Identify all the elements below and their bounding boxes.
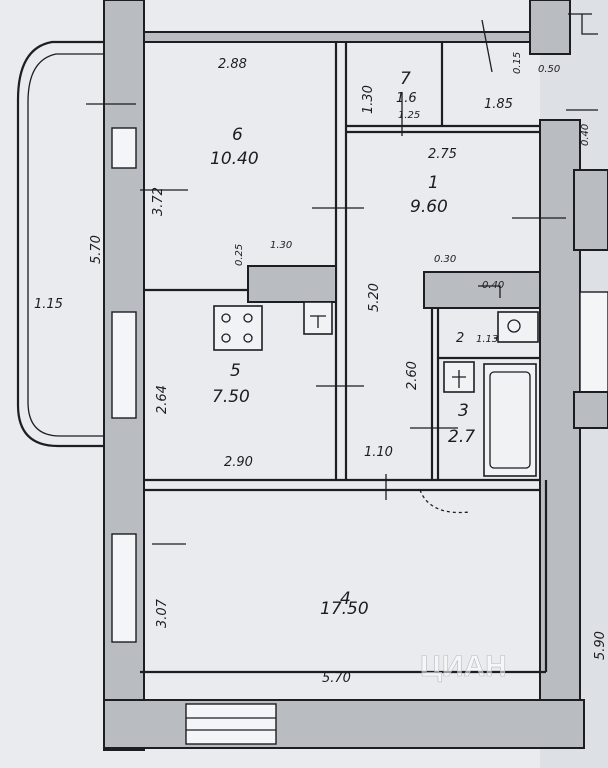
kitchen-sink-icon xyxy=(303,301,333,335)
dim-room1-width: 2.75 xyxy=(428,147,457,162)
dim-room7-depth: 1.30 xyxy=(361,85,376,114)
dim-room6-depth: 3.72 xyxy=(151,187,166,216)
dim-room5-depth: 2.64 xyxy=(155,385,170,414)
room-6-area: 10.40 xyxy=(210,149,259,169)
dim-room5-width: 2.90 xyxy=(224,455,253,470)
door-arc xyxy=(419,489,471,514)
bath-sink-icon xyxy=(443,361,475,393)
room-7-area: 1.6 xyxy=(396,91,417,106)
room-4-area: 17.50 xyxy=(320,599,369,619)
room-1-number: 1 xyxy=(428,173,439,193)
dim-right-edge: 5.90 xyxy=(593,631,608,660)
room-4-number: 4 xyxy=(340,589,351,609)
dim-door-width: 1.10 xyxy=(364,445,393,460)
room-1-area: 9.60 xyxy=(410,197,448,217)
dim-kitchen-nook: 1.30 xyxy=(270,240,292,251)
dim-corridor-width: 1.85 xyxy=(484,97,513,112)
dim-right-wall: 0.40 xyxy=(580,124,591,146)
dim-room4-width: 5.70 xyxy=(322,671,351,686)
right-wall xyxy=(539,119,608,701)
dimension-labels: 2.88 3.72 2.90 2.64 5.70 3.07 2.75 5.20 … xyxy=(34,52,608,686)
dim-room4-depth: 3.07 xyxy=(155,598,170,628)
shaft-mark xyxy=(478,285,501,298)
room-5-number: 5 xyxy=(230,361,241,381)
watermark: ЦИАН xyxy=(420,650,507,683)
dim-room6-width: 2.88 xyxy=(218,57,247,72)
dim-room1-depth: 5.20 xyxy=(367,283,382,312)
dim-balcony-length: 5.70 xyxy=(89,235,104,264)
room-5-area: 7.50 xyxy=(212,387,250,407)
room-2-number: 2 xyxy=(456,331,464,346)
partitions xyxy=(140,42,548,674)
dim-top-right-b: 0.50 xyxy=(538,64,560,75)
stove-icon xyxy=(213,305,263,351)
dim-bath-depth: 2.60 xyxy=(405,361,420,390)
left-exterior-wall xyxy=(103,0,145,751)
dim-shaft-a: 0.30 xyxy=(434,254,456,265)
dim-shaft-b: 0.40 xyxy=(482,280,504,291)
balcony-outline xyxy=(16,40,104,448)
bottom-exterior-wall xyxy=(103,699,585,749)
room-6-number: 6 xyxy=(232,125,243,145)
dim-top-right-a: 0.15 xyxy=(512,52,523,74)
washbasin-icon xyxy=(497,311,539,343)
bathtub-icon xyxy=(483,363,537,477)
room-7-number: 7 xyxy=(400,69,411,89)
dim-room7-small: 1.25 xyxy=(398,110,420,121)
dimension-ticks xyxy=(86,19,598,545)
room-2-area: 1.13 xyxy=(476,334,498,345)
duct xyxy=(529,0,571,55)
room-3-number: 3 xyxy=(458,401,469,421)
dim-nook-depth: 0.25 xyxy=(234,244,245,266)
room-3-area: 2.7 xyxy=(448,427,475,447)
dim-balcony-width: 1.15 xyxy=(34,297,63,312)
top-wall xyxy=(143,31,533,43)
room-labels: 6 10.40 7 1.6 1 9.60 5 7.50 2 1.13 3 2.7… xyxy=(210,69,498,619)
